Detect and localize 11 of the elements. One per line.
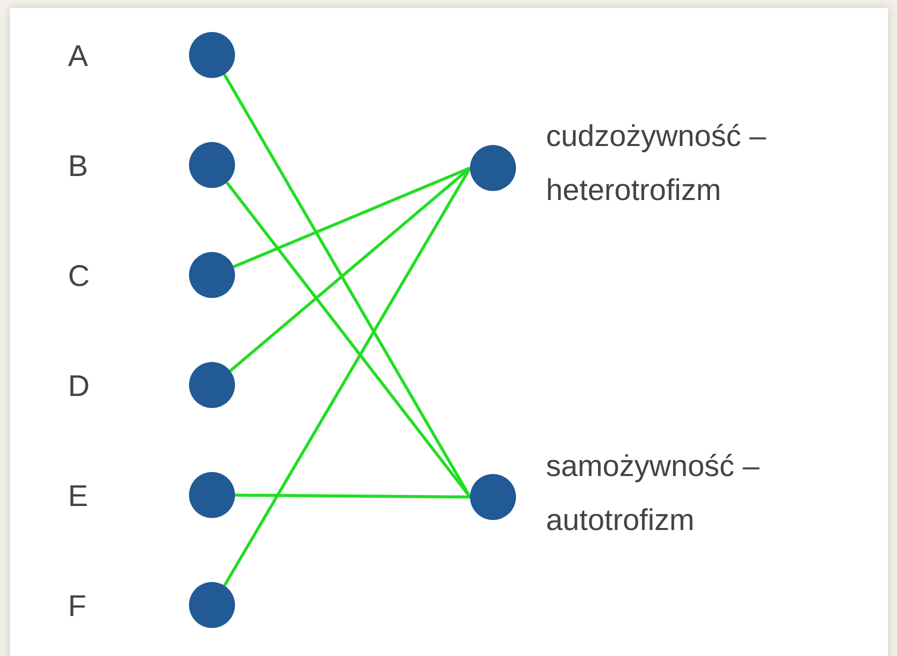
node-letter: E — [68, 479, 88, 515]
connector-line — [234, 494, 470, 498]
node-letter: A — [68, 39, 88, 75]
node-caption: samożywność – autotrofizm — [546, 449, 760, 539]
connector-line — [223, 167, 472, 586]
node-letter: F — [68, 589, 86, 625]
node-letter: C — [68, 259, 90, 295]
connector-line — [232, 166, 471, 268]
node-letter: B — [68, 149, 88, 185]
node-letter: D — [68, 369, 90, 405]
node-caption: cudzożywność – heterotrofizm — [546, 119, 768, 209]
